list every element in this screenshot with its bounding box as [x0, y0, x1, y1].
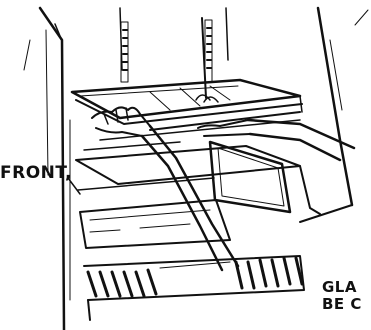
callout-glass-label: GLA BE C: [322, 279, 362, 313]
callout-front-label: FRONT,: [0, 163, 72, 183]
base-grille: [84, 256, 304, 320]
callout-glass-line-2: BE C: [322, 296, 362, 313]
cabinet-right-wall: [300, 8, 368, 222]
right-hand: [198, 120, 354, 160]
crisper-frame: [76, 142, 320, 248]
callout-glass-line-1: GLA: [322, 279, 362, 296]
